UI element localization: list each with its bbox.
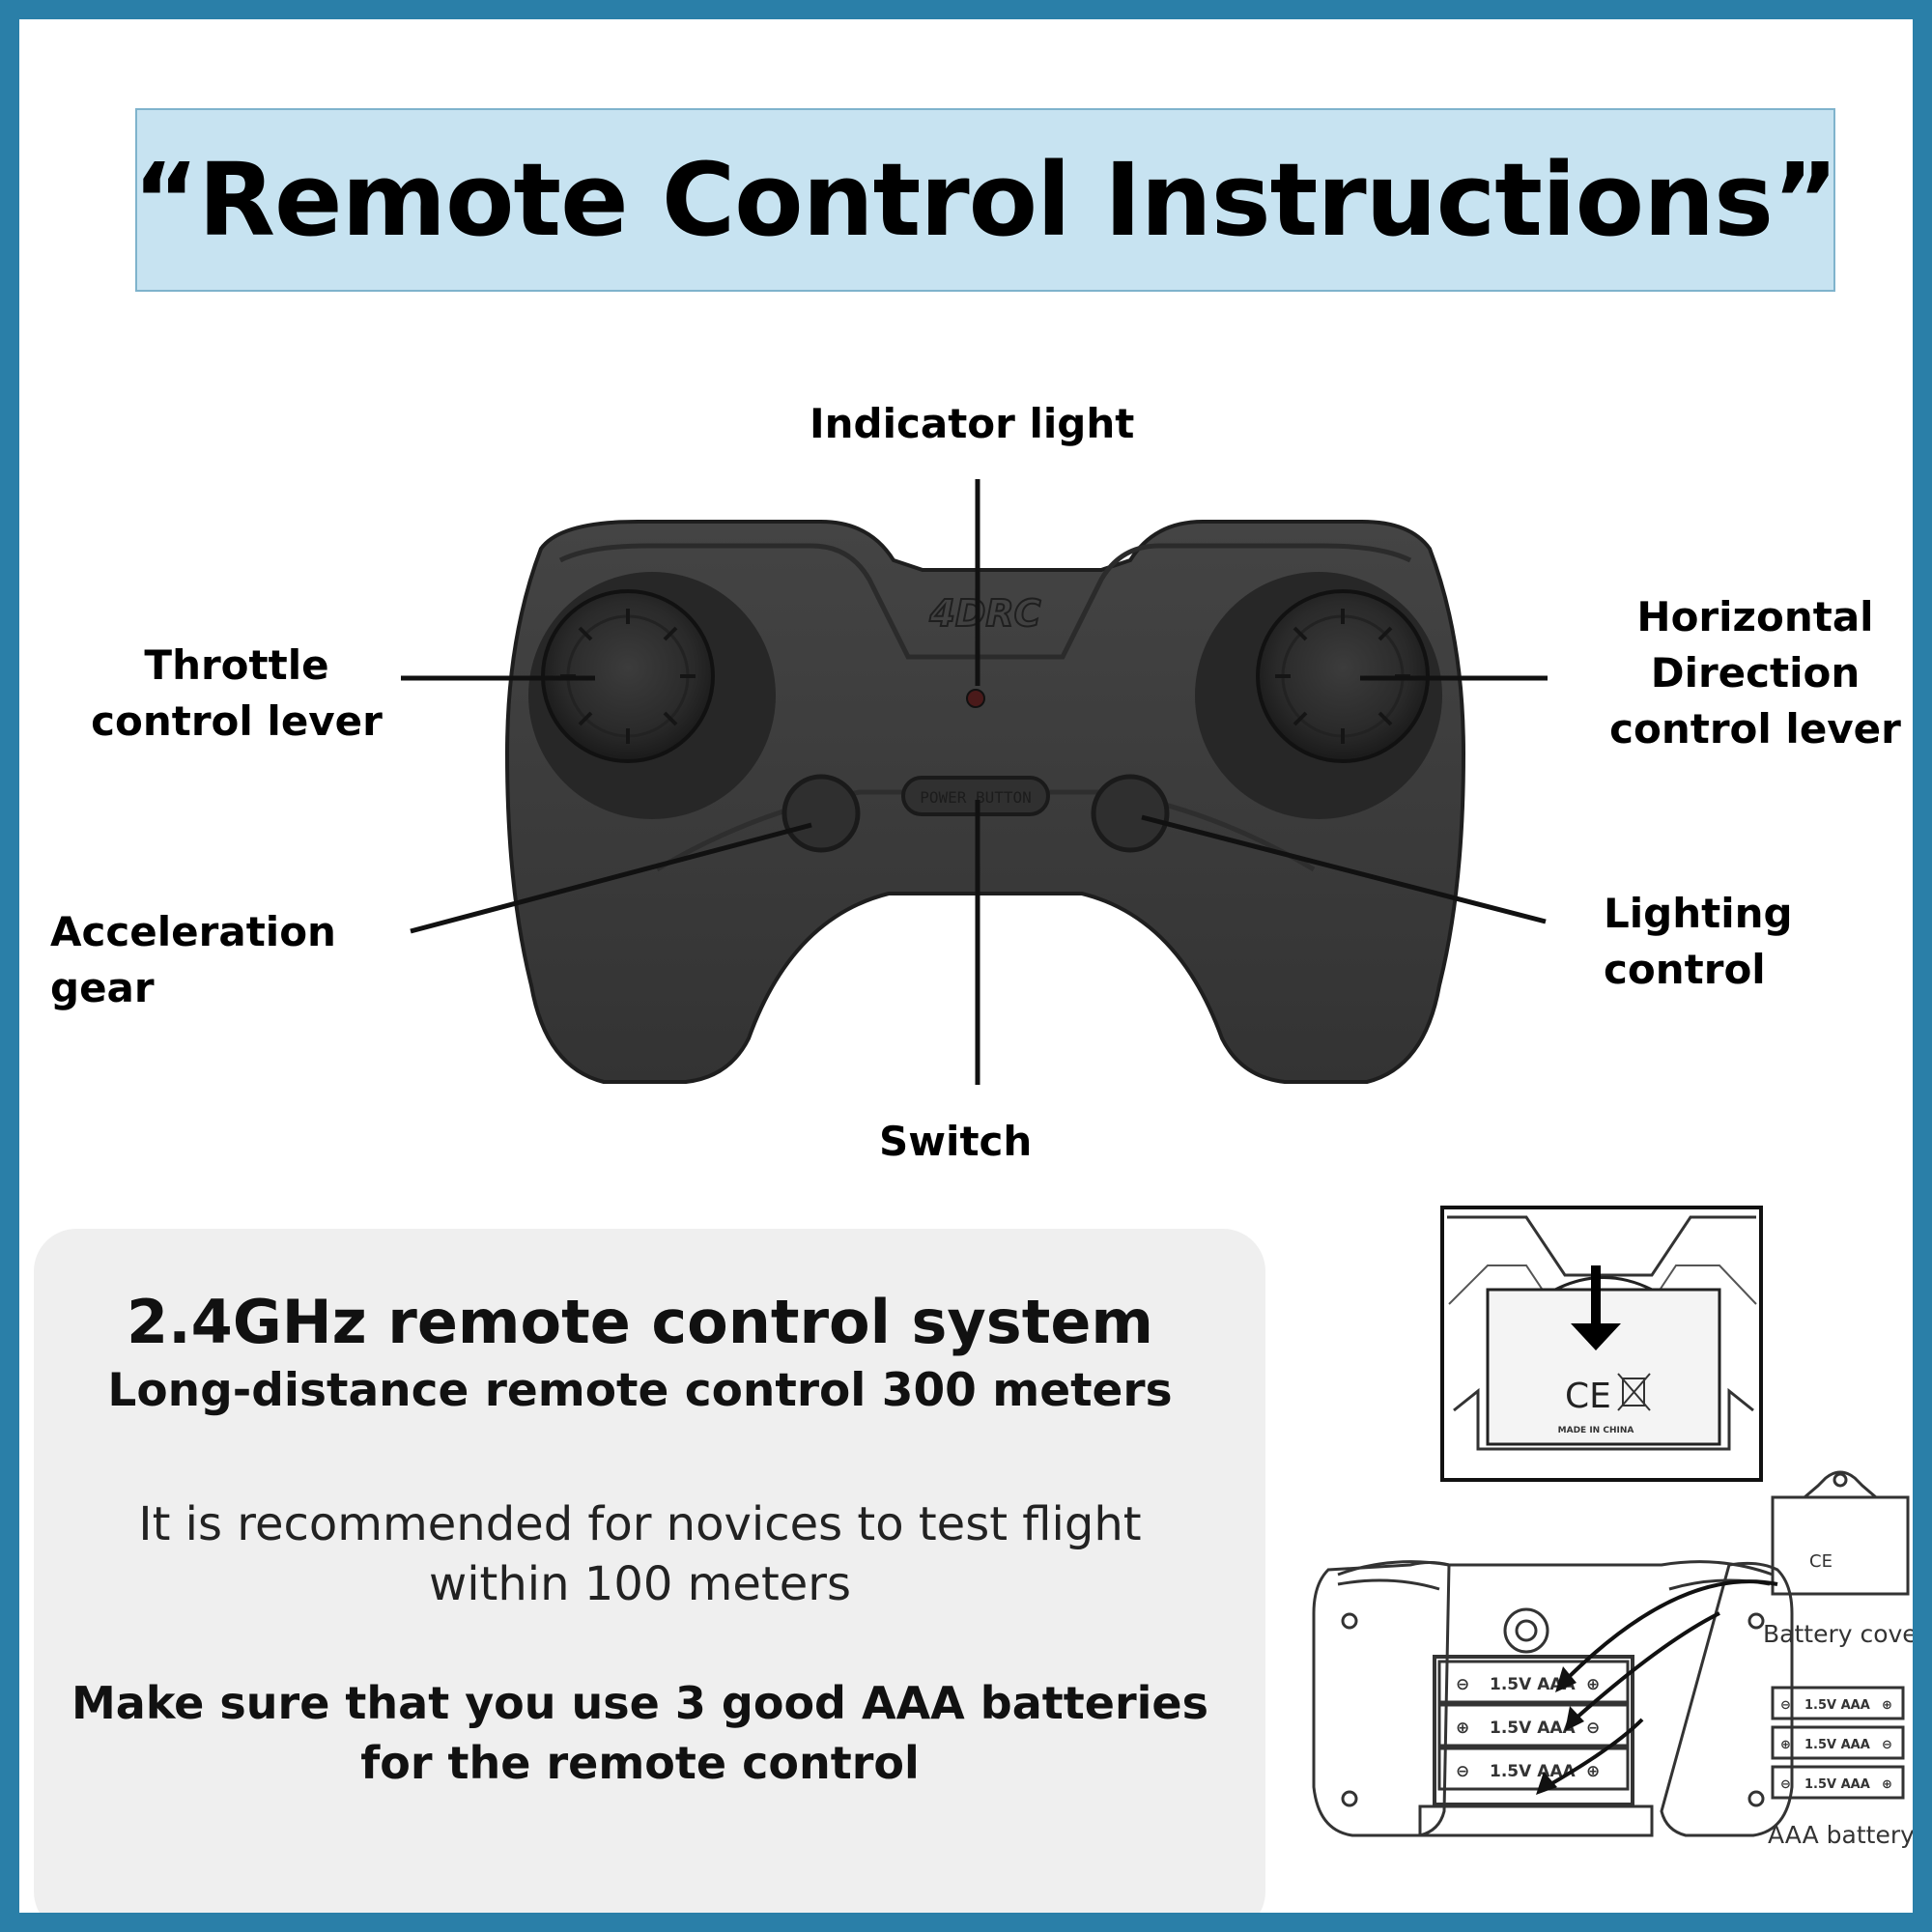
loose-aaa-batteries: [1771, 1686, 1905, 1800]
compartment-battery-3-label: 1.5V AAA: [1490, 1762, 1577, 1781]
loose-cover-ce-mark: CE: [1809, 1551, 1833, 1572]
svg-text:⊕: ⊕: [1882, 1698, 1892, 1713]
indicator-light-led: [966, 689, 985, 708]
installation-arrows: [1545, 1579, 1778, 1789]
acceleration-button[interactable]: [781, 774, 861, 853]
horizontal-label-line1: Horizontal: [1636, 593, 1874, 640]
direction-stick[interactable]: [1195, 572, 1442, 819]
svg-text:⊕: ⊕: [1780, 1738, 1791, 1752]
horizontal-label: Horizontal Direction control lever: [1596, 589, 1913, 757]
indicator-light-label: Indicator light: [810, 400, 1135, 447]
acceleration-label-line2: gear: [50, 964, 155, 1011]
throttle-label-line2: control lever: [91, 697, 383, 745]
info-warning: Make sure that you use 3 good AAA batter…: [71, 1677, 1208, 1789]
horizontal-label-line2: Direction: [1650, 649, 1861, 696]
title-banner: “Remote Control Instructions”: [132, 108, 1839, 292]
lighting-button[interactable]: [1091, 774, 1170, 853]
info-recommendation: It is recommended for novices to test fl…: [138, 1497, 1142, 1611]
ce-mark: CE: [1565, 1377, 1611, 1416]
info-title: 2.4GHz remote control system: [126, 1287, 1154, 1357]
throttle-label-line1: Throttle: [144, 641, 329, 689]
loose-battery-3-label: 1.5V AAA: [1804, 1777, 1870, 1792]
info-subtitle: Long-distance remote control 300 meters: [107, 1364, 1173, 1417]
info-panel: [34, 1229, 1265, 1913]
aaa-battery-label: AAA battery: [1768, 1821, 1915, 1849]
throttle-label: Throttle control lever: [87, 638, 386, 750]
horizontal-label-line3: control lever: [1609, 705, 1901, 753]
power-switch-text: POWER BUTTON: [920, 788, 1032, 807]
page-title: “Remote Control Instructions”: [132, 141, 1839, 259]
svg-text:⊕: ⊕: [1586, 1675, 1600, 1694]
svg-text:⊖: ⊖: [1586, 1719, 1600, 1738]
callout-lines: [401, 479, 1548, 1085]
switch-label: Switch: [879, 1118, 1033, 1165]
lighting-label-line1: Lighting: [1604, 890, 1793, 937]
svg-text:⊖: ⊖: [1780, 1777, 1791, 1792]
acceleration-label-line1: Acceleration: [50, 908, 336, 955]
remote-illustration: 4DRC: [401, 479, 1548, 1085]
made-in-text: MADE IN CHINA: [1558, 1426, 1634, 1435]
recycle-bin-icon: [1617, 1373, 1651, 1411]
loose-battery-2-label: 1.5V AAA: [1804, 1738, 1870, 1752]
compartment-battery-1-label: 1.5V AAA: [1490, 1675, 1577, 1694]
loose-battery-1-label: 1.5V AAA: [1804, 1698, 1870, 1713]
svg-text:⊕: ⊕: [1882, 1777, 1892, 1792]
throttle-stick[interactable]: [528, 572, 776, 819]
svg-text:⊕: ⊕: [1586, 1762, 1600, 1781]
lighting-label: Lighting control: [1604, 886, 1793, 998]
compartment-battery-2-label: 1.5V AAA: [1490, 1719, 1577, 1738]
battery-diagram: CE MADE IN CHINA ⊖: [1312, 1206, 1928, 1849]
battery-cover-photo: CE MADE IN CHINA: [1440, 1206, 1763, 1482]
compartment-battery-labels: ⊖ 1.5V AAA ⊕ ⊕ 1.5V AAA ⊖ ⊖ 1.5V AAA ⊕: [1456, 1675, 1600, 1781]
svg-text:⊖: ⊖: [1456, 1762, 1469, 1781]
acceleration-label: Acceleration gear: [50, 904, 336, 1016]
battery-compartment-drawing: [1312, 1560, 1794, 1837]
svg-text:⊖: ⊖: [1780, 1698, 1791, 1713]
lighting-label-line2: control: [1604, 946, 1766, 993]
svg-text:⊖: ⊖: [1456, 1675, 1469, 1694]
brand-logo: 4DRC: [928, 592, 1040, 635]
battery-cover-label: Battery cover: [1763, 1620, 1928, 1648]
loose-battery-cover: [1771, 1470, 1910, 1596]
svg-text:⊖: ⊖: [1882, 1738, 1892, 1752]
svg-text:⊕: ⊕: [1456, 1719, 1469, 1738]
